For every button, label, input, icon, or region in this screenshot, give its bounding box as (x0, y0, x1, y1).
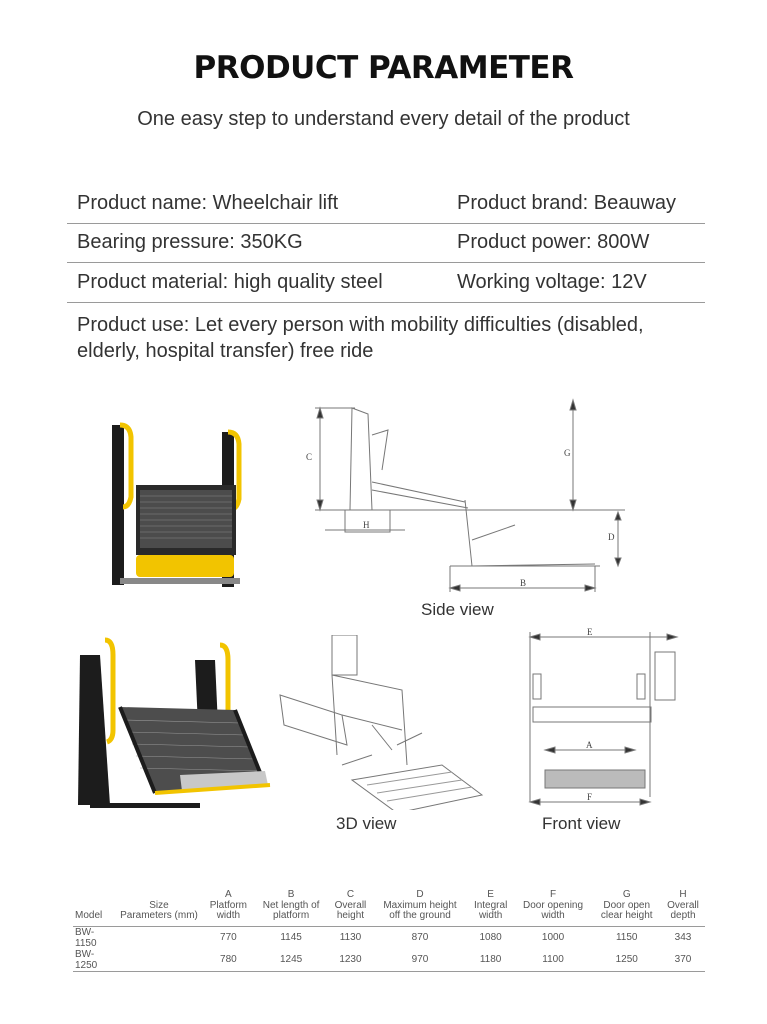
cell-c: 1230 (328, 948, 373, 972)
page-title: PRODUCT PARAMETER (193, 50, 574, 86)
spec-product-use-line1: Product use: Let every person with mobil… (77, 313, 644, 336)
cell-b: 1245 (253, 948, 329, 972)
3d-view-drawing (279, 635, 484, 810)
spec-row: Product material: high quality steel Wor… (67, 263, 705, 303)
table-row: BW-1150 770 1145 1130 870 1080 1000 1150… (73, 926, 705, 949)
front-view-caption: Front view (542, 814, 621, 833)
spec-product-use: Product use: Let every person with mobil… (67, 303, 705, 364)
cell-f: 1100 (513, 948, 593, 972)
cell-d: 970 (372, 948, 468, 972)
spec-row: Product name: Wheelchair lift Product br… (67, 184, 705, 224)
spec-product-brand: Product brand: Beauway (457, 191, 677, 214)
cell-a: 770 (220, 932, 237, 943)
cell-g: 1250 (592, 948, 661, 972)
side-view-drawing: C G H D B (306, 398, 625, 592)
spec-working-voltage: Working voltage: 12V (457, 270, 647, 293)
3d-view-caption: 3D view (336, 814, 397, 833)
cell-a: 780 (203, 948, 254, 972)
cell-d: 870 (411, 932, 429, 943)
spec-product-power: Product power: 800W (457, 231, 650, 254)
cell-f: 1000 (541, 932, 565, 943)
header-model: Model (73, 890, 115, 927)
dim-label-e: E (587, 627, 593, 637)
page-subtitle: One easy step to understand every detail… (137, 108, 630, 130)
figures-area: C G H D B Side view (60, 390, 710, 850)
spec-row: Bearing pressure: 350KG Product power: 8… (67, 224, 705, 263)
cell-size (115, 948, 203, 972)
folded-lift-photo (112, 422, 242, 587)
cell-h: 343 (674, 932, 692, 943)
dim-label-b: B (520, 578, 526, 588)
front-view-drawing: E A F (528, 627, 679, 806)
table-row: BW-1250 780 1245 1230 970 1180 1100 1250… (73, 948, 705, 972)
cell-b: 1145 (280, 932, 302, 943)
dim-label-a: A (586, 740, 593, 750)
dim-label-f: F (587, 792, 592, 802)
cell-model: BW-1150 (75, 926, 97, 949)
cell-model: BW-1250 (73, 948, 115, 972)
cell-g: 1150 (615, 932, 638, 943)
cell-e: 1180 (467, 948, 514, 972)
spec-product-material: Product material: high quality steel (77, 270, 383, 293)
cell-c: 1130 (339, 932, 362, 943)
spec-bearing-pressure: Bearing pressure: 350KG (77, 231, 303, 254)
unfolded-lift-photo (78, 637, 271, 808)
spec-table: Product name: Wheelchair lift Product br… (67, 184, 705, 364)
side-view-caption: Side view (421, 600, 494, 619)
dim-label-d: D (608, 532, 615, 542)
spec-product-use-line2: elderly, hospital transfer) free ride (77, 339, 374, 362)
spec-product-name: Product name: Wheelchair lift (77, 191, 339, 214)
dim-label-h: H (363, 520, 370, 530)
dim-label-g: G (564, 448, 571, 458)
dim-label-c: C (306, 452, 312, 462)
cell-e: 1080 (479, 932, 502, 943)
cell-size (115, 926, 203, 949)
cell-h: 370 (661, 948, 705, 972)
